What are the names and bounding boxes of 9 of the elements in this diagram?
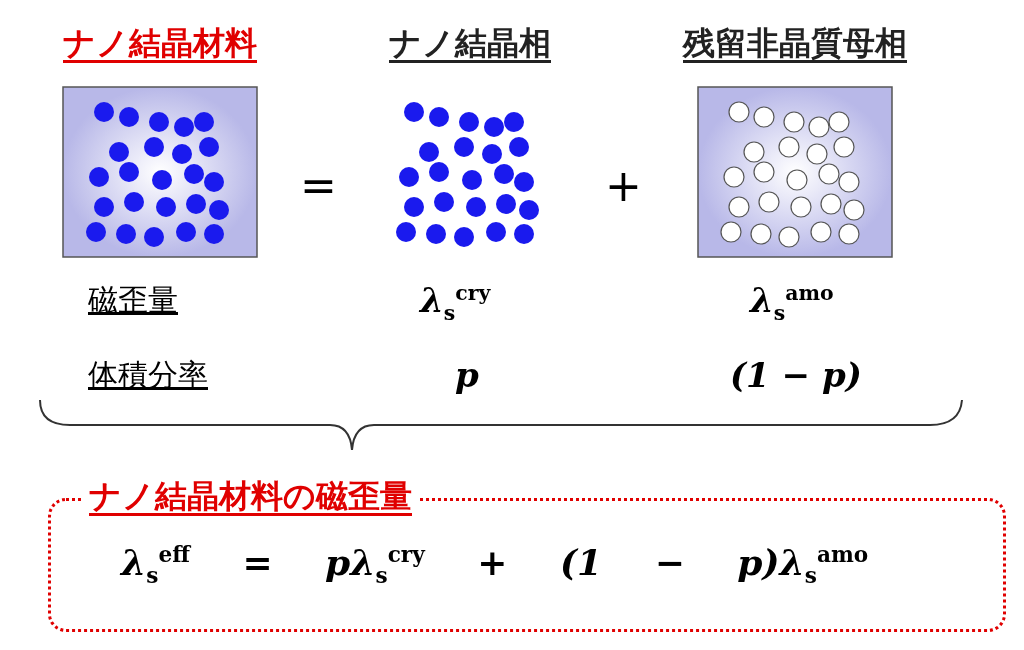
quantity-label: 磁歪量 [88,281,178,319]
heading: ナノ結晶相 [389,24,551,62]
heading: ナノ結晶材料 [63,24,257,62]
equals-sign: = [300,160,337,211]
formula: (1 − p) [730,355,862,395]
quantity-label: 体積分率 [88,356,208,394]
heading: 残留非晶質母相 [683,24,907,62]
formula: p [455,355,479,395]
plus-sign: + [605,160,642,211]
